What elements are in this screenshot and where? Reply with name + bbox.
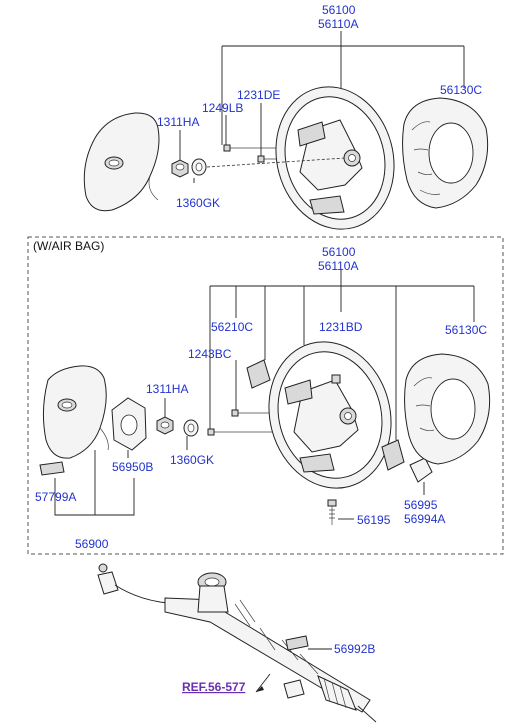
steering-wheel-top (206, 86, 395, 230)
label-ab-56210c: 56210C (211, 320, 253, 334)
label-ab-1360gk: 1360GK (170, 453, 214, 467)
column-cover-airbag (404, 353, 491, 465)
label-ab-56100: 56100 (322, 245, 356, 259)
washer-1360gk (191, 158, 207, 176)
steering-gear (97, 563, 377, 723)
label-ab-56130c: 56130C (445, 323, 487, 337)
label-ab-56900: 56900 (75, 537, 109, 551)
label-ab-1243bc: 1243BC (188, 347, 232, 361)
label-ab-56994a: 56994A (404, 512, 445, 526)
switch-56210c (246, 359, 271, 389)
label-ab-1311ha: 1311HA (146, 382, 188, 396)
airbag-module (42, 365, 109, 515)
label-ab-56195: 56195 (357, 513, 391, 527)
ref-link-56-577[interactable]: REF.56-577 (182, 680, 246, 694)
plate-56950b (111, 397, 147, 458)
airbag-assembly (39, 270, 491, 525)
label-top-1231de: 1231DE (237, 88, 280, 102)
steering-wheel-airbag (268, 341, 392, 489)
label-top-1311ha: 1311HA (157, 115, 199, 129)
sticker-57799a (39, 461, 65, 476)
horn-pad (83, 112, 160, 212)
airbag-section-title: (W/AIR BAG) (33, 239, 104, 253)
label-56992b: 56992B (334, 642, 375, 656)
label-top-56110a: 56110A (318, 17, 358, 31)
label-ab-57799a: 57799A (35, 490, 76, 504)
label-ab-56950b: 56950B (112, 460, 153, 474)
label-top-56130c: 56130C (440, 83, 482, 97)
label-ab-1231bd: 1231BD (319, 320, 363, 334)
column-cover-top (402, 97, 489, 209)
nut-1311ha (171, 159, 189, 178)
switch-56995 (381, 439, 405, 471)
label-ab-56995: 56995 (404, 498, 438, 512)
label-top-56100: 56100 (322, 3, 356, 17)
airbag-section-frame (27, 236, 504, 555)
screw-56195 (327, 499, 354, 525)
cover-56994a (409, 457, 433, 483)
label-top-1360gk: 1360GK (176, 196, 220, 210)
label-top-1249lb: 1249LB (202, 101, 243, 115)
top-assembly (83, 31, 489, 230)
label-ab-56110a: 56110A (318, 259, 358, 273)
